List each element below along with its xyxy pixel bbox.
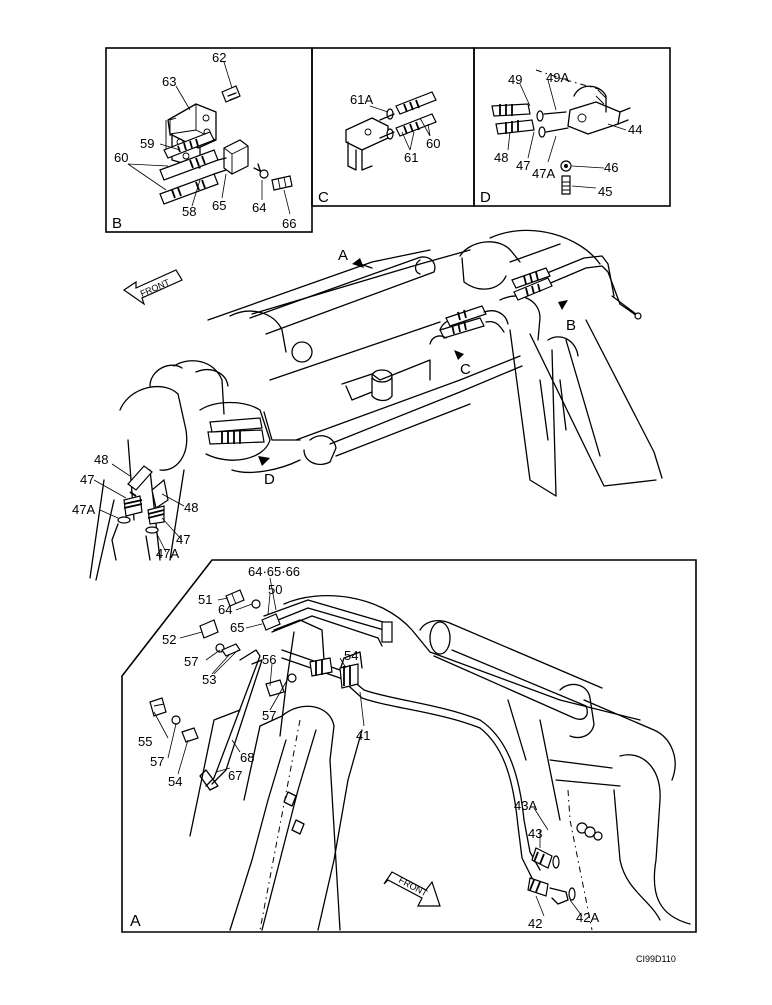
bolt-64-icon bbox=[253, 163, 269, 179]
detail-panel-d: 49 49A 44 48 47 47A 46 45 D bbox=[473, 47, 671, 207]
callout-a-54: 54 bbox=[344, 648, 358, 663]
callout-a-57c: 57 bbox=[150, 754, 164, 769]
panel-a-pipes bbox=[263, 599, 603, 905]
callout-d-47a: 47A bbox=[532, 166, 555, 181]
panel-b-label: B bbox=[112, 215, 122, 232]
front-arrow-icon: FRONT bbox=[122, 269, 183, 306]
callout-d-44: 44 bbox=[628, 122, 642, 137]
drawing-code: CI99D110 bbox=[636, 954, 676, 964]
detail-panel-b: 62 63 59 60 58 65 64 66 B bbox=[105, 47, 313, 233]
panel-a-boom bbox=[189, 595, 691, 931]
callout-b-60: 60 bbox=[114, 150, 128, 165]
callout-c-61: 61 bbox=[404, 150, 418, 165]
callout-a-42a: 42A bbox=[576, 910, 599, 925]
bolt-45-icon bbox=[560, 160, 572, 195]
callout-a-53: 53 bbox=[202, 672, 216, 687]
bolt-62-icon bbox=[221, 85, 241, 103]
view-arrow-c: C bbox=[454, 350, 471, 378]
callout-d-46: 46 bbox=[604, 160, 618, 175]
panel-a-frame bbox=[121, 559, 697, 933]
panel-a-bracket-parts bbox=[149, 589, 297, 791]
callout-b-66: 66 bbox=[282, 216, 296, 231]
callout-main-47: 47 bbox=[80, 472, 94, 487]
panel-d-frame bbox=[473, 47, 671, 207]
callout-a-43: 43 bbox=[528, 826, 542, 841]
panel-c-bracket bbox=[345, 117, 389, 171]
panel-c-frame bbox=[311, 47, 475, 207]
view-arrow-d: D bbox=[258, 456, 275, 488]
callout-b-59: 59 bbox=[140, 136, 154, 151]
view-arrow-a-label: A bbox=[338, 247, 348, 264]
callout-d-49: 49 bbox=[508, 72, 522, 87]
detail-panel-a: FRONT 64·65·66 51 50 64 65 52 57 56 53 bbox=[121, 559, 697, 933]
view-arrow-b-label: B bbox=[566, 317, 576, 334]
callout-b-64: 64 bbox=[252, 200, 266, 215]
view-arrow-c-label: C bbox=[460, 361, 471, 378]
panel-c-label: C bbox=[318, 189, 329, 206]
callout-a-67: 67 bbox=[228, 768, 242, 783]
callout-c-61a: 61A bbox=[350, 92, 373, 107]
view-arrow-b: B bbox=[558, 300, 576, 334]
callout-a-64-65-66: 64·65·66 bbox=[248, 564, 300, 579]
callout-d-45: 45 bbox=[598, 184, 612, 199]
main-fittings bbox=[207, 267, 553, 445]
callout-a-41: 41 bbox=[356, 728, 370, 743]
callout-main-47a: 47A bbox=[72, 502, 95, 517]
front-arrow-icon-a: FRONT bbox=[383, 871, 441, 907]
panel-a-label: A bbox=[130, 913, 141, 930]
callout-main-48: 48 bbox=[94, 452, 108, 467]
callout-b-58: 58 bbox=[182, 204, 196, 219]
main-assembly-view: FRONT bbox=[72, 229, 663, 581]
callout-a-68: 68 bbox=[240, 750, 254, 765]
callout-a-42: 42 bbox=[528, 916, 542, 931]
coupler-fitting-icon bbox=[379, 91, 437, 140]
callout-a-55: 55 bbox=[138, 734, 152, 749]
callout-main-47ab: 47A bbox=[156, 546, 179, 561]
callout-a-54b: 54 bbox=[168, 774, 182, 789]
callout-a-43a: 43A bbox=[514, 798, 537, 813]
callout-d-47: 47 bbox=[516, 158, 530, 173]
view-arrow-a: A bbox=[338, 247, 373, 269]
callout-b-63: 63 bbox=[162, 74, 176, 89]
callout-a-64: 64 bbox=[218, 602, 232, 617]
callout-d-48: 48 bbox=[494, 150, 508, 165]
panel-d-label: D bbox=[480, 189, 491, 206]
panel-b-block bbox=[223, 139, 249, 175]
view-arrow-d-label: D bbox=[264, 471, 275, 488]
callout-a-57b: 57 bbox=[262, 708, 276, 723]
callout-a-56: 56 bbox=[262, 652, 276, 667]
callout-a-52: 52 bbox=[162, 632, 176, 647]
callout-b-65: 65 bbox=[212, 198, 226, 213]
callout-c-60: 60 bbox=[426, 136, 440, 151]
callout-a-57: 57 bbox=[184, 654, 198, 669]
callout-a-65: 65 bbox=[230, 620, 244, 635]
callout-main-47b: 47 bbox=[176, 532, 190, 547]
hose-fitting-icon bbox=[159, 131, 227, 205]
callout-a-50: 50 bbox=[268, 582, 282, 597]
callout-d-49a: 49A bbox=[546, 70, 569, 85]
callout-main-48b: 48 bbox=[184, 500, 198, 515]
boom-structure bbox=[89, 229, 663, 581]
left-hose-assembly bbox=[111, 465, 169, 561]
callout-b-62: 62 bbox=[212, 50, 226, 65]
panel-d-boom-outline bbox=[535, 69, 631, 135]
callout-a-51: 51 bbox=[198, 592, 212, 607]
panel-d-hoses bbox=[491, 103, 569, 138]
detail-panel-c: 61A 60 61 C bbox=[311, 47, 475, 207]
bolt-66-icon bbox=[271, 175, 293, 191]
